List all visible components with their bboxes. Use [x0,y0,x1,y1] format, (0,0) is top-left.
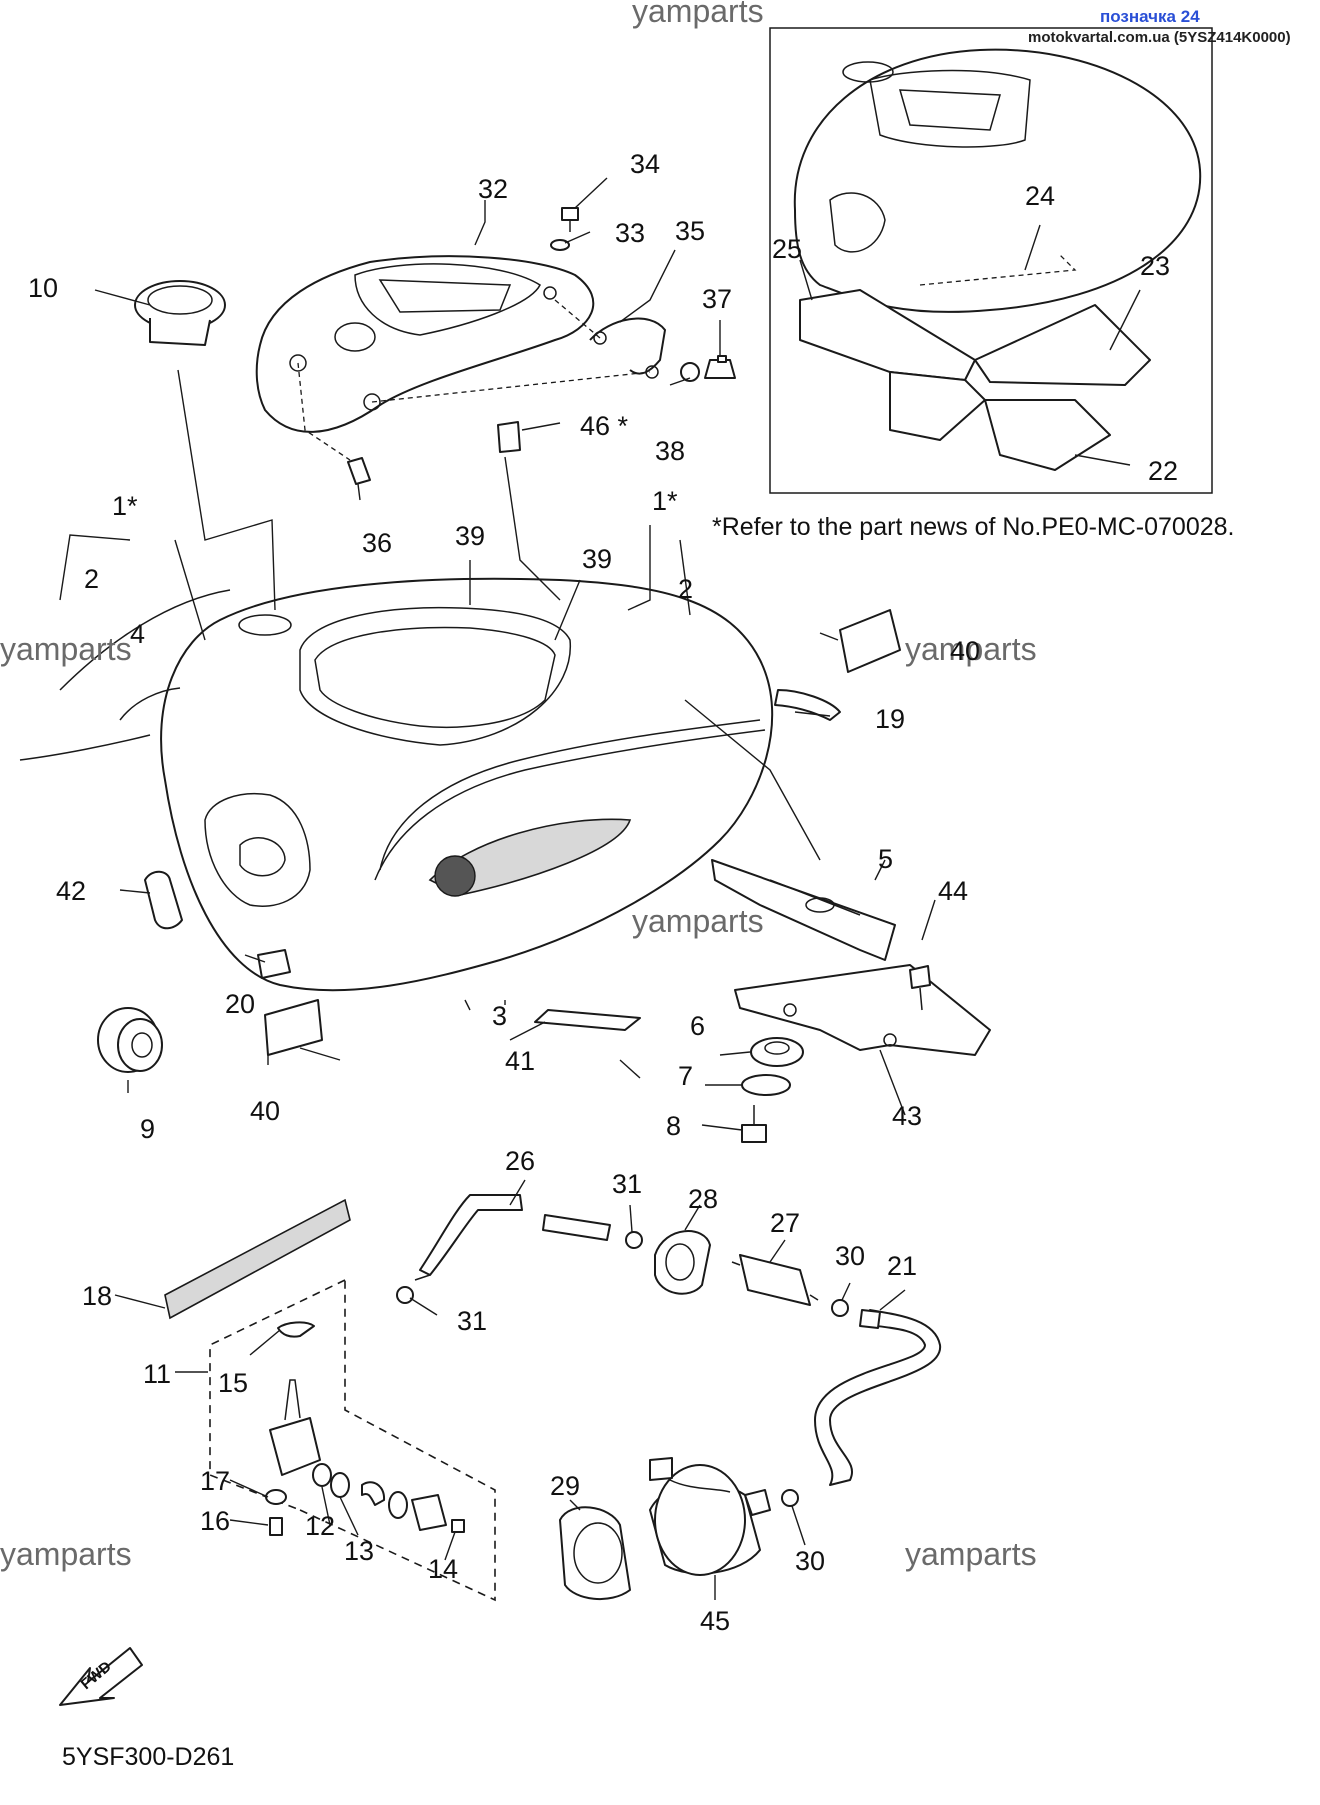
hose-21 [814,1309,942,1486]
watermark-right: yamparts [905,631,1037,667]
clamp-30-upper [831,1299,849,1317]
watermark-left: yamparts [0,631,132,667]
part-label-10: 10 [28,273,58,303]
inset-tank [793,48,1202,471]
part-label-1: 1* [112,491,138,521]
part-label-33: 33 [615,218,645,248]
side-cover-32 [255,255,595,433]
part-label-17: 17 [200,1466,230,1496]
part-label-21: 21 [887,1251,917,1281]
part-label-13: 13 [344,1536,374,1566]
part-label-36: 36 [362,528,392,558]
fuel-cap-10 [134,280,226,346]
part-label-2: 2 [84,564,99,594]
diagram-code: 5YSF300-D261 [62,1743,234,1771]
part-label-40: 40 [250,1096,280,1126]
part-number-labels: 1* 1* 2 2 3 4 5 6 7 8 9 10 11 12 13 14 1… [28,149,1178,1636]
clamp-30-lower [781,1489,799,1507]
part-label-29: 29 [550,1471,580,1501]
bracket-5 [711,859,896,961]
part-label-35: 35 [675,216,705,246]
hose-26 [414,1194,611,1281]
part-label-34: 34 [630,149,660,179]
part-label-39: 39 [582,544,612,574]
grommet-6-washer-7-bolt-8 [741,1037,804,1143]
part-label-30: 30 [835,1241,865,1271]
part-label-26: 26 [505,1146,535,1176]
label-40-top [839,609,901,673]
part-label-12: 12 [305,1511,335,1541]
part-label-46: 46 * [580,411,629,441]
part-label-38: 38 [655,436,685,466]
damper-42 [144,870,183,930]
part-label-23: 23 [1140,251,1170,281]
part-label-45: 45 [700,1606,730,1636]
part-label-30: 30 [795,1546,825,1576]
part-label-8: 8 [666,1111,681,1141]
fuel-cock-11 [209,1279,496,1602]
label-41 [534,1009,641,1031]
bracket-29 [559,1506,631,1601]
part-label-14: 14 [428,1554,458,1584]
pad-19 [774,689,841,721]
part-label-6: 6 [690,1011,705,1041]
part-label-19: 19 [875,704,905,734]
part-label-5: 5 [878,844,893,874]
filter-cap-28 [654,1230,711,1295]
fuel-filter-27 [731,1254,819,1306]
part-label-42: 42 [56,876,86,906]
inset-frame [769,27,1213,494]
part-label-37: 37 [702,284,732,314]
label-40-bottom [264,999,323,1056]
part-label-18: 18 [82,1281,112,1311]
part-label-16: 16 [200,1506,230,1536]
clamp-31-upper [625,1231,643,1249]
watermark-center: yamparts [632,903,764,939]
part-label-24: 24 [1025,181,1055,211]
part-label-28: 28 [688,1184,718,1214]
part-label-2: 2 [678,574,693,604]
part-label-44: 44 [938,876,968,906]
part-label-27: 27 [770,1208,800,1238]
part-label-3: 3 [492,1001,507,1031]
damper-strip-18 [164,1198,351,1320]
part-label-31: 31 [457,1306,487,1336]
reference-note: *Refer to the part news of No.PE0-MC-070… [712,513,1235,541]
header-link[interactable]: позначка 24 [1100,7,1200,26]
part-label-32: 32 [478,174,508,204]
part-label-11: 11 [143,1359,171,1389]
cap-9 [97,1007,163,1073]
fuel-tank-3 [19,577,774,992]
plate-43 [734,964,991,1056]
part-label-40: 40 [950,636,980,666]
part-label-9: 9 [140,1114,155,1144]
watermark-bottom-right: yamparts [905,1536,1037,1572]
part-label-1: 1* [652,486,678,516]
bolt-44 [909,965,931,1011]
part-label-39: 39 [455,521,485,551]
watermark-bottom-left: yamparts [0,1536,132,1572]
part-label-20: 20 [225,989,255,1019]
part-label-22: 22 [1148,456,1178,486]
clamp-31-lower [396,1286,414,1304]
part-label-43: 43 [892,1101,922,1131]
part-label-25: 25 [772,234,802,264]
fwd-arrow-icon: FWD [59,1647,143,1706]
header-site-text: motokvartal.com.ua (5YSZ414K0000) [1028,29,1291,46]
part-label-4: 4 [130,619,145,649]
damper-20 [257,949,291,979]
part-label-41: 41 [505,1046,535,1076]
part-label-7: 7 [678,1061,693,1091]
part-label-31: 31 [612,1169,642,1199]
part-label-15: 15 [218,1368,248,1398]
small-hardware [297,207,736,485]
leader-lines [59,177,1141,1600]
watermark-top: yamparts [632,0,764,29]
fuel-pump-45 [649,1457,771,1576]
